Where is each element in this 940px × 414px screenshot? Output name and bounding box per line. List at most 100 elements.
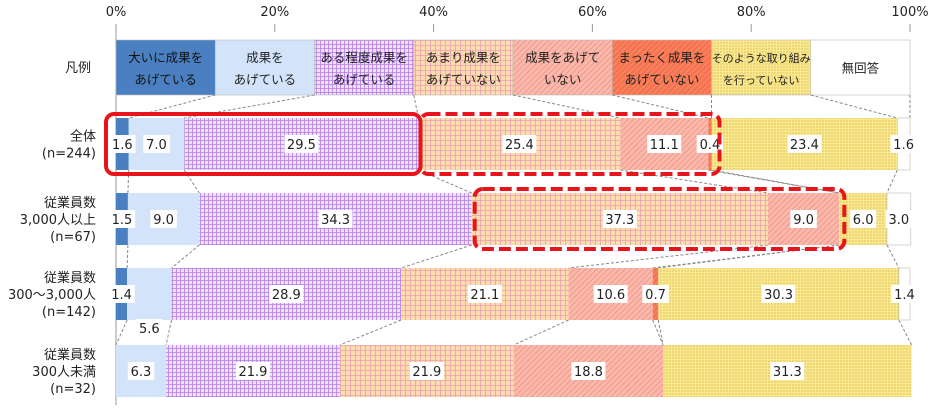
category-label: 3,000人以上 xyxy=(20,213,96,228)
data-label-bg xyxy=(696,135,724,153)
connector-line xyxy=(339,319,402,346)
connector-line xyxy=(513,319,569,346)
connector-line xyxy=(711,169,840,194)
category-label: 300～3,000人 xyxy=(8,288,96,303)
data-label: 29.5 xyxy=(287,138,316,153)
connector-line xyxy=(886,244,900,269)
data-label-bg xyxy=(409,362,444,380)
connector-line xyxy=(652,319,664,346)
data-label: 18.8 xyxy=(574,365,603,380)
legend-label: 成果を xyxy=(246,50,284,65)
legend-label: あげている xyxy=(134,72,197,87)
category-label: (n=244) xyxy=(42,147,96,162)
x-tick-label: 20% xyxy=(260,5,289,20)
legend-label: 大いに成果を xyxy=(128,50,203,65)
data-label-bg xyxy=(108,210,136,228)
legend-swatch xyxy=(711,39,812,96)
data-label: 31.3 xyxy=(773,365,802,380)
data-label-bg xyxy=(770,362,805,380)
connector-line xyxy=(165,319,173,346)
legend-swatch xyxy=(413,39,514,96)
connector-line xyxy=(413,94,420,119)
legend-label: あげている xyxy=(333,72,396,87)
data-label-bg xyxy=(109,135,136,153)
data-label-bg xyxy=(127,362,155,380)
legend-label: あまり成果を xyxy=(426,50,501,65)
category-label: 従業員数 xyxy=(44,270,96,286)
connector-line xyxy=(886,169,898,194)
data-label: 11.1 xyxy=(650,138,679,153)
legend-label: あげていない xyxy=(624,72,699,87)
data-label: 37.3 xyxy=(605,213,634,228)
category-label: (n=142) xyxy=(42,305,96,320)
connector-line xyxy=(400,244,472,269)
data-label: 30.3 xyxy=(764,288,793,303)
data-label-bg xyxy=(571,362,606,380)
x-tick-label: 40% xyxy=(419,5,448,20)
category-label: (n=67) xyxy=(50,230,96,245)
data-label-bg xyxy=(467,285,502,303)
connector-line xyxy=(126,244,129,269)
data-label: 9.0 xyxy=(793,213,814,228)
data-label-bg xyxy=(891,285,918,303)
highlight-box-dashed xyxy=(472,187,847,251)
data-label-bg xyxy=(885,210,913,228)
data-label-bg xyxy=(647,135,682,153)
data-label: 21.9 xyxy=(412,365,441,380)
data-label: 28.9 xyxy=(272,288,301,303)
legend-label: 成果をあげて xyxy=(525,50,600,65)
legend-swatch xyxy=(810,39,911,96)
data-label-bg xyxy=(790,210,817,228)
data-label-bg xyxy=(143,135,170,153)
category-label: 従業員数 xyxy=(44,195,96,211)
data-label-bg xyxy=(761,285,796,303)
x-tick-label: 100% xyxy=(891,5,928,20)
data-label-bg xyxy=(890,135,917,153)
data-label: 23.4 xyxy=(790,138,819,153)
highlight-box-dashed xyxy=(418,112,722,176)
data-label: 9.0 xyxy=(153,213,174,228)
data-label: 1.4 xyxy=(111,288,132,303)
data-label: 6.3 xyxy=(131,365,152,380)
legend-label: あげていない xyxy=(426,72,501,87)
legend-swatch xyxy=(611,39,712,96)
connector-line xyxy=(657,319,664,346)
connector-line xyxy=(810,94,898,119)
category-label: 従業員数 xyxy=(44,347,96,363)
data-label: 21.1 xyxy=(470,288,499,303)
x-tick-label: 60% xyxy=(578,5,607,20)
data-label: 7.0 xyxy=(146,138,167,153)
legend-swatch xyxy=(115,39,216,96)
data-label-bg xyxy=(136,319,163,337)
data-label: 6.0 xyxy=(853,213,874,228)
data-label-bg xyxy=(235,362,270,380)
x-tick-label: 80% xyxy=(737,5,766,20)
data-label: 1.6 xyxy=(112,138,133,153)
legend-title: 凡例 xyxy=(65,61,91,76)
connector-line xyxy=(115,319,128,346)
category-label: (n=32) xyxy=(50,382,96,397)
data-label-bg xyxy=(502,135,537,153)
connector-line xyxy=(568,244,768,269)
data-label: 3.0 xyxy=(889,213,910,228)
data-label-bg xyxy=(593,285,628,303)
data-label: 25.4 xyxy=(505,138,534,153)
data-label-bg xyxy=(642,285,669,303)
data-label-bg xyxy=(284,135,319,153)
connector-line xyxy=(183,169,200,194)
data-label-bg xyxy=(318,210,353,228)
data-label: 0.4 xyxy=(700,138,721,153)
legend-label: そのような取り組み xyxy=(712,52,811,65)
legend-label: あげている xyxy=(234,72,297,87)
data-label-bg xyxy=(787,135,822,153)
data-label-bg xyxy=(108,285,135,303)
legend-label: まったく成果を xyxy=(618,50,705,65)
data-label-bg xyxy=(150,210,177,228)
data-label: 34.3 xyxy=(321,213,350,228)
legend-swatch xyxy=(512,39,613,96)
connector-line xyxy=(898,319,913,346)
legend-label: ある程度成果を xyxy=(320,50,408,65)
data-label-bg xyxy=(849,210,877,228)
